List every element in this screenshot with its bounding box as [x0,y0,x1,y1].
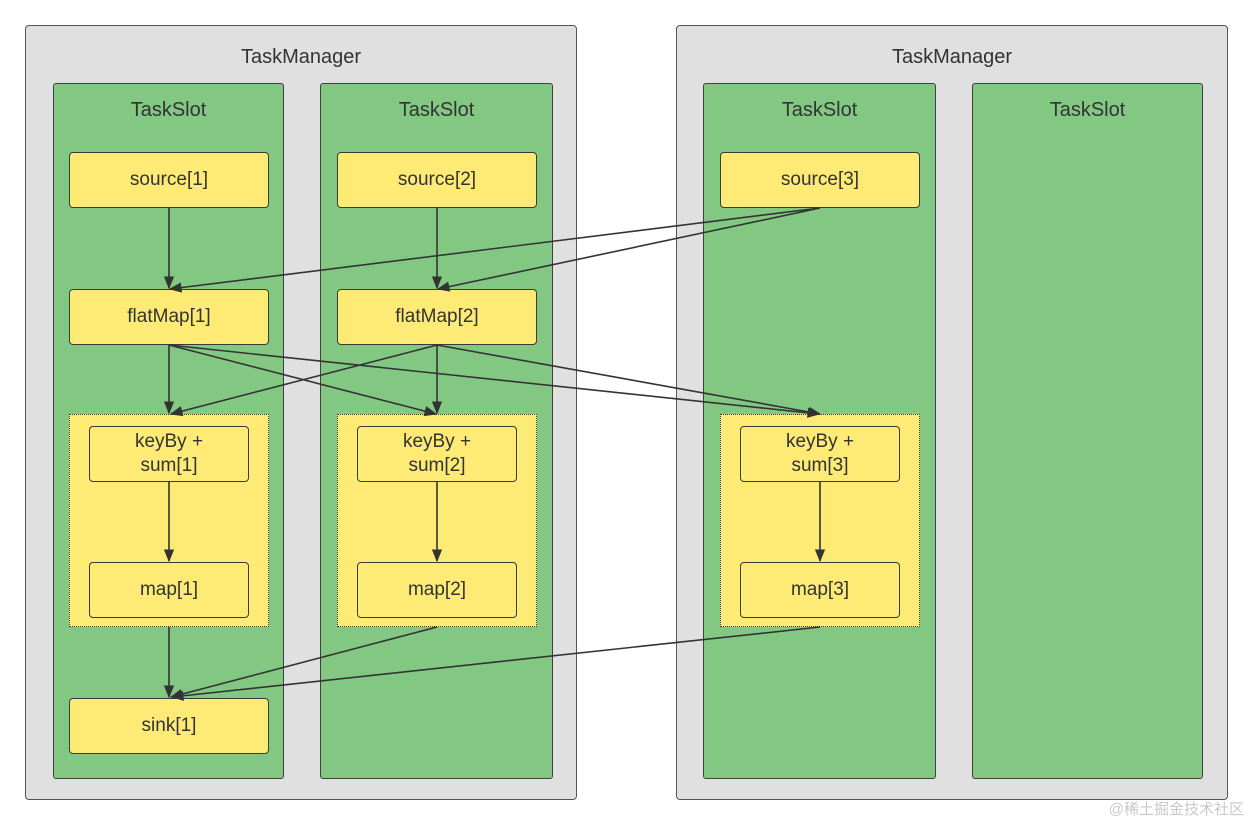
task-slot-title: TaskSlot [781,99,858,121]
flatmap-1-node: flatMap[1] [69,289,269,345]
keyby-sum-3-line2: sum[3] [791,455,849,476]
sink-1-node: sink[1] [69,698,269,754]
source-2-node: source[2] [337,152,537,208]
keyby-sum-1-node: keyBy + sum[1] [89,426,249,482]
task-manager-title: TaskManager [240,46,362,68]
keyby-sum-1-line2: sum[1] [140,455,198,476]
source-1-node: source[1] [69,152,269,208]
keyby-sum-3-line1: keyBy + [785,431,855,452]
map-2-node: map[2] [357,562,517,618]
keyby-sum-1-line1: keyBy + [134,431,204,452]
flatmap-2-node: flatMap[2] [337,289,537,345]
keyby-sum-2-line1: keyBy + [402,431,472,452]
task-manager-title: TaskManager [891,46,1013,68]
map-1-node: map[1] [89,562,249,618]
keyby-sum-2-line2: sum[2] [408,455,466,476]
source-3-node: source[3] [720,152,920,208]
map-3-node: map[3] [740,562,900,618]
keyby-sum-3-node: keyBy + sum[3] [740,426,900,482]
task-slot-title: TaskSlot [1049,99,1126,121]
task-slot-title: TaskSlot [398,99,475,121]
watermark: @稀土掘金技术社区 [1108,801,1244,818]
task-slot-title: TaskSlot [130,99,207,121]
keyby-sum-2-node: keyBy + sum[2] [357,426,517,482]
task-slot-4: TaskSlot [972,83,1203,779]
